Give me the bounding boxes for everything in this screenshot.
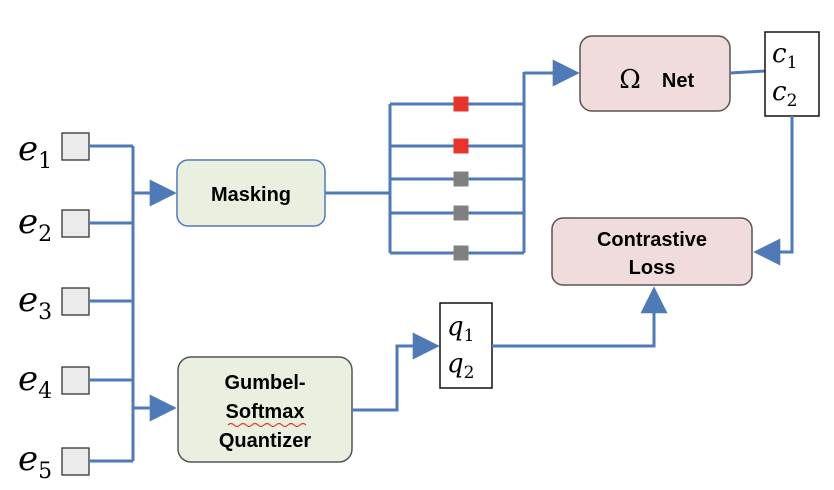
input-box-e4 xyxy=(61,366,90,395)
c-output-box: c1 c2 xyxy=(764,31,820,117)
svg-text:e3: e3 xyxy=(18,280,52,325)
input-e2: e2 xyxy=(18,202,90,247)
input-e4: e4 xyxy=(18,359,90,404)
q2-label: q2 xyxy=(447,349,474,383)
masking-block: Masking xyxy=(176,159,326,227)
masking-label: Masking xyxy=(211,184,291,206)
svg-text:e2: e2 xyxy=(18,202,52,247)
quantizer-label-line3: Quantizer xyxy=(219,430,311,452)
c1-label: c1 xyxy=(772,39,797,73)
mask-squares xyxy=(453,96,469,261)
contrastive-loss-block: Contrastive Loss xyxy=(551,217,753,286)
omega-symbol: Ω xyxy=(619,65,641,95)
q1-label: q1 xyxy=(447,312,474,346)
spellcheck-underline xyxy=(227,422,307,428)
quantizer-label-line1: Gumbel- xyxy=(224,372,305,394)
arrow-q-to-loss xyxy=(492,286,668,348)
input-connectors xyxy=(89,144,135,463)
mask-square-5 xyxy=(453,245,469,261)
input-box-e1 xyxy=(61,132,90,161)
mask-lanes xyxy=(325,72,526,255)
svg-text:e1: e1 xyxy=(18,129,52,174)
quantizer-block: Gumbel- Softmax Quantizer xyxy=(177,356,353,463)
input-e1: e1 xyxy=(18,129,90,174)
input-box-e3 xyxy=(61,287,90,316)
input-e5: e5 xyxy=(18,439,90,484)
mask-square-4 xyxy=(453,205,469,221)
contrastive-loss-line2: Loss xyxy=(629,257,676,279)
svg-text:e5: e5 xyxy=(18,439,52,484)
c2-label: c2 xyxy=(772,77,797,111)
mask-square-2 xyxy=(453,138,469,154)
omega-to-c-connector xyxy=(729,69,766,75)
input-box-e2 xyxy=(61,209,90,238)
arrow-c-to-loss xyxy=(753,116,794,266)
omega-net-block: Ω Net xyxy=(579,35,731,112)
input-e3: e3 xyxy=(18,280,90,325)
omega-net-label: Net xyxy=(662,70,695,92)
arrow-quantizer-to-q xyxy=(352,332,440,412)
input-box-e5 xyxy=(61,447,90,476)
quantizer-label-line2: Softmax xyxy=(226,401,305,423)
contrastive-loss-line1: Contrastive xyxy=(597,229,707,251)
svg-text:e4: e4 xyxy=(18,359,52,404)
q-output-box: q1 q2 xyxy=(439,302,493,389)
mask-square-3 xyxy=(453,171,469,187)
mask-square-1 xyxy=(453,96,469,112)
